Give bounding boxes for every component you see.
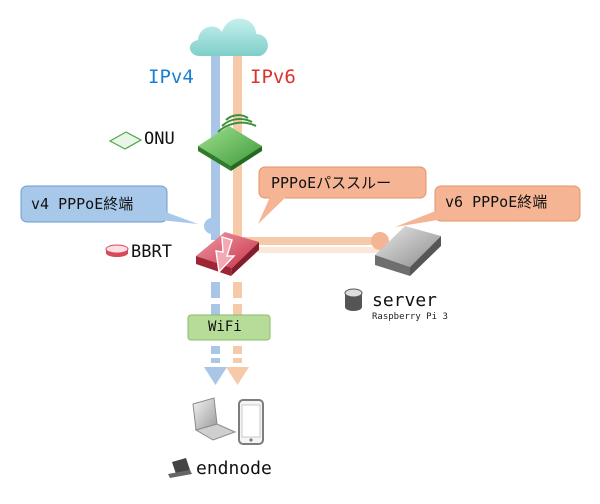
onu-small-icon — [108, 131, 143, 150]
bbrt-label: BBRT — [131, 242, 172, 262]
cloud-icon — [189, 18, 268, 56]
laptop-icon — [192, 397, 237, 441]
smartphone-icon — [238, 399, 264, 445]
server-box-icon — [375, 226, 441, 276]
pppoe-passthrough-callout-text: PPPoEパススルー — [271, 174, 392, 192]
wifi-box — [187, 314, 271, 341]
wifi-label: WiFi — [208, 319, 242, 335]
router-icon — [196, 232, 259, 276]
v6-pppoe-callout-text: v6 PPPoE終端 — [445, 193, 548, 211]
server-model-label: Raspberry Pi 3 — [372, 312, 448, 322]
server-label: server — [372, 290, 438, 311]
v4-pppoe-callout — [20, 185, 220, 234]
endnode-label: endnode — [196, 458, 272, 479]
endnode-small-icon — [168, 458, 192, 478]
v4-pppoe-callout-text: v4 PPPoE終端 — [31, 195, 134, 213]
ipv4-label: IPv4 — [148, 66, 194, 88]
v6-pppoe-callout — [371, 185, 581, 250]
onu-device-icon — [198, 114, 262, 171]
ipv6-label: IPv6 — [250, 66, 296, 88]
pppoe-passthrough-callout — [258, 166, 427, 224]
bbrt-small-icon — [105, 244, 129, 257]
server-small-icon — [344, 288, 363, 311]
onu-label: ONU — [144, 129, 175, 149]
